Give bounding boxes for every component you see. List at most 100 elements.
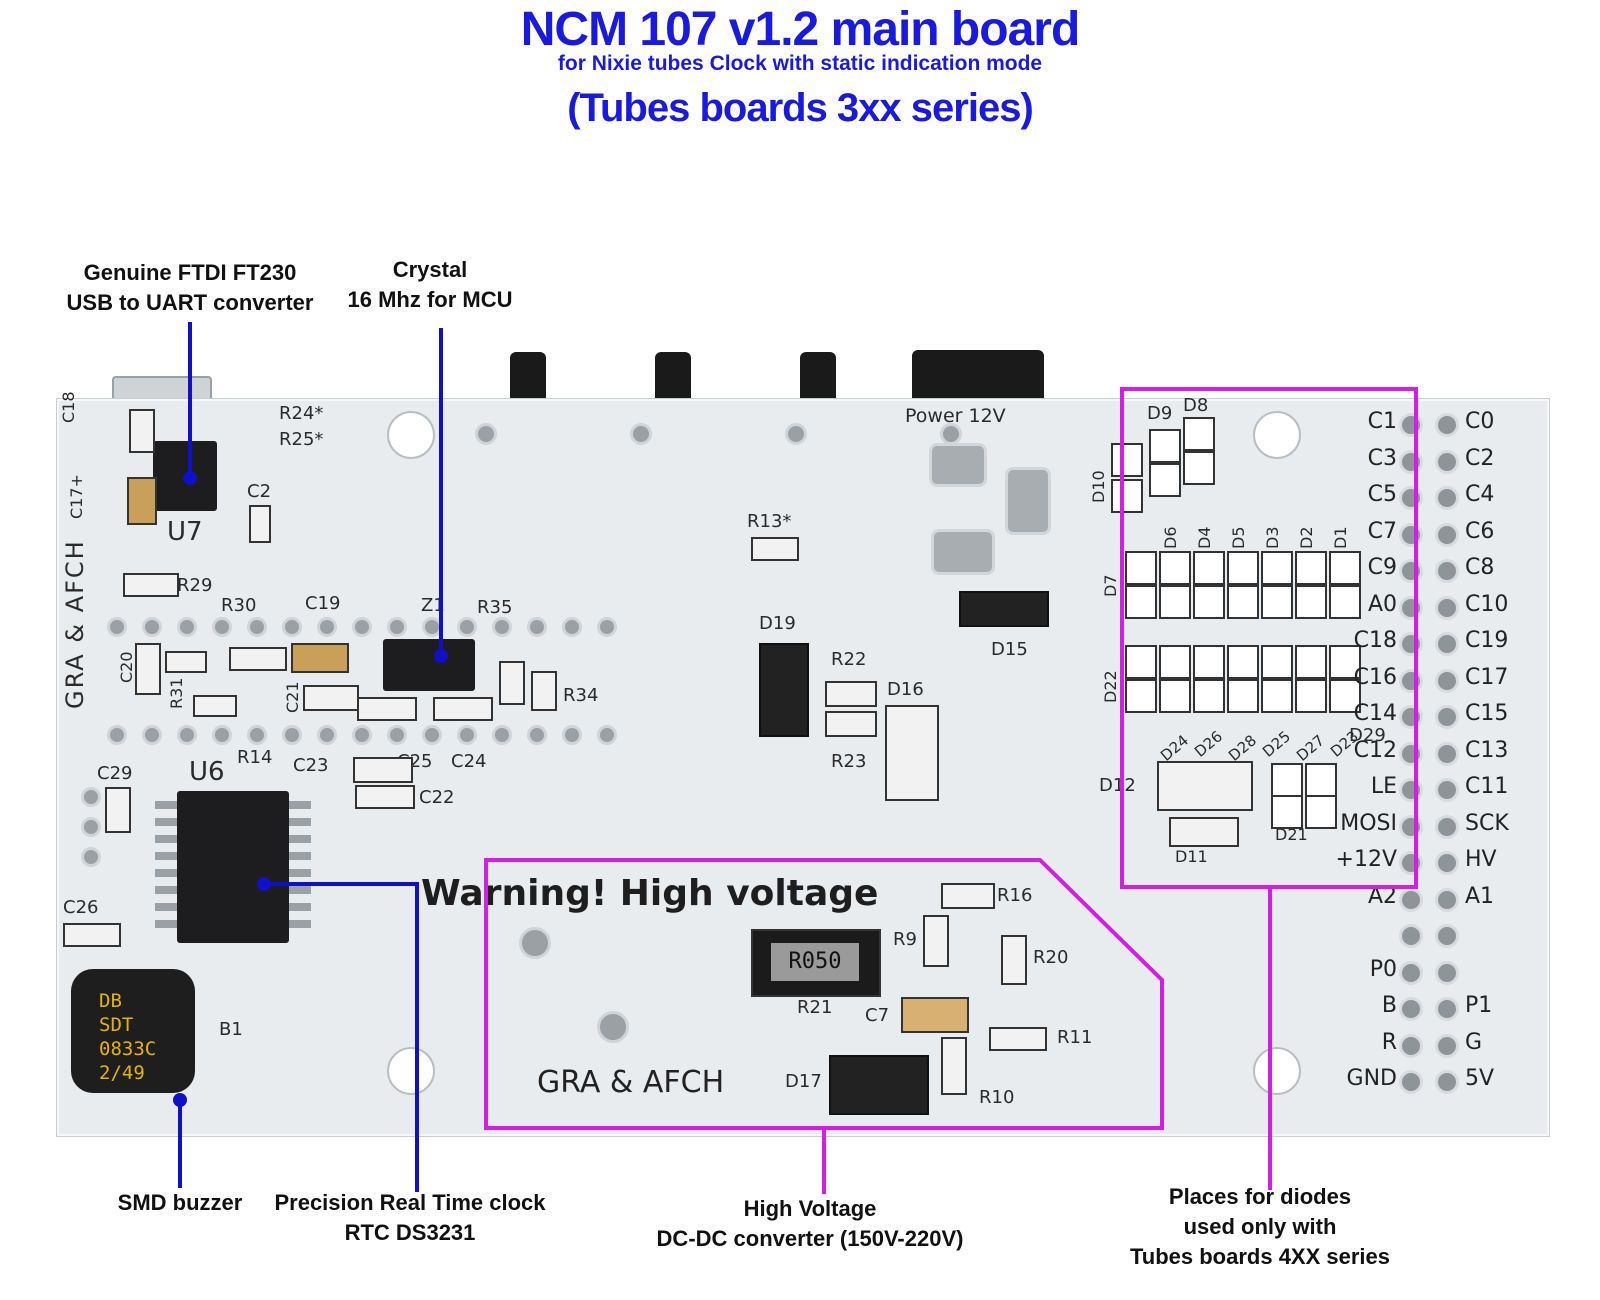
header-pin [1435,486,1459,510]
pin-label-right: C17 [1465,664,1509,690]
capacitor-c7 [901,997,969,1033]
capacitor-c21 [303,685,359,711]
diode-d19 [759,643,809,737]
pin-label-left: C9 [1367,555,1397,580]
crystal-z1 [383,639,475,691]
chip-pin [155,903,179,911]
jack-pad [475,423,497,445]
through-hole-pad [597,617,617,637]
label-r35: R35 [477,597,513,618]
diode-pad [1329,551,1361,585]
header-pin [1399,486,1423,510]
label-r16: R16 [997,885,1033,906]
crystal-annotation: Crystal 16 Mhz for MCU [340,255,520,315]
label-r9: R9 [893,929,917,950]
hv-line2: DC-DC converter (150V-220V) [656,1226,964,1251]
pin-label-right: C2 [1465,445,1495,471]
pin-label-right: C6 [1465,518,1495,544]
diode-pad [1125,585,1157,619]
chip-pin [155,869,179,877]
buzzer-annotation: SMD buzzer [117,1190,243,1215]
label-c23: C23 [293,755,329,776]
chip-pin [155,852,179,860]
diodes-annotation: Places for diodes used only with Tubes b… [1110,1182,1410,1272]
through-hole-pad [492,617,512,637]
pin-label-right: G [1465,1029,1483,1055]
chip-pin [287,835,311,843]
diode-pad [1159,551,1191,585]
capacitor-c20 [135,643,161,695]
buzzer-marking-line: 0833C [99,1038,157,1060]
pin-label-right: SCK [1465,810,1509,836]
through-hole-pad [81,787,101,807]
pin-label-left: GND [1346,1066,1397,1091]
diode-pad-d21 [1271,795,1303,829]
diodes-line1: Places for diodes [1168,1184,1352,1209]
jack-3 [800,352,836,402]
header-pin [1399,559,1423,583]
through-hole-pad [107,725,127,745]
chip-pin [155,886,179,894]
pin-label-right: C0 [1465,409,1495,434]
header-pin [1399,668,1423,693]
diode-pad-d8 [1183,417,1215,451]
through-hole-pad [457,617,477,637]
header-pin [1399,449,1423,474]
header-pin [1435,522,1459,547]
resistor-r29 [123,573,179,597]
pin-label-left: +12V [1335,847,1397,872]
capacitor-c2 [249,505,271,543]
through-hole-pad [352,617,372,637]
diode-pad [1261,585,1293,619]
pin-label-right: P1 [1465,993,1493,1018]
label-z1: Z1 [421,595,445,616]
pin-label-right: C8 [1465,555,1495,580]
ftdi-leader-dot [183,471,197,485]
header-pin [1435,778,1459,802]
header-pin [1435,632,1459,656]
diode-pad [1295,645,1327,679]
header-pin [1399,960,1423,985]
through-hole-pad [177,725,197,745]
label-r14: R14 [237,747,273,768]
diode-pad [1193,645,1225,679]
label-d12: D12 [1099,775,1136,796]
diode-pad [1125,551,1157,585]
hv-highlight-box [484,858,1164,1130]
label-d17: D17 [785,1071,822,1092]
diode-pad [1295,551,1327,585]
through-hole-pad [562,725,582,745]
capacitor-c18 [129,409,155,453]
through-hole-pad [107,617,127,637]
chip-pin [155,835,179,843]
diode-pad-d21 [1305,795,1337,829]
label-c29: C29 [97,763,133,784]
label-u6: U6 [189,757,225,787]
pin-label-left: C3 [1367,445,1397,471]
through-hole-pad [212,725,232,745]
diode-pad [1159,679,1191,713]
label-r23: R23 [831,751,867,772]
diode-pad [1193,679,1225,713]
through-hole-pad [387,617,407,637]
label-r13: R13* [747,511,792,532]
through-hole-pad [492,725,512,745]
capacitor-c25-pad [357,697,417,721]
header-pin [1435,997,1459,1021]
diode-d16 [885,705,939,801]
power-label: Power 12V [905,405,1006,427]
through-hole-pad [422,725,442,745]
label-r30: R30 [221,595,257,616]
diode-pad [1329,645,1361,679]
through-hole-pad [81,817,101,837]
pin-label-left: C14 [1353,701,1397,726]
label-d9: D9 [1147,403,1173,424]
pin-label-left: P0 [1369,956,1397,982]
through-hole-pad [527,617,547,637]
header-pin [1435,449,1459,474]
label-r34: R34 [563,685,599,706]
through-hole-pad [142,617,162,637]
crystal-line1: Crystal [392,257,468,282]
resistor-r20 [1001,935,1027,985]
chip-pin [287,852,311,860]
